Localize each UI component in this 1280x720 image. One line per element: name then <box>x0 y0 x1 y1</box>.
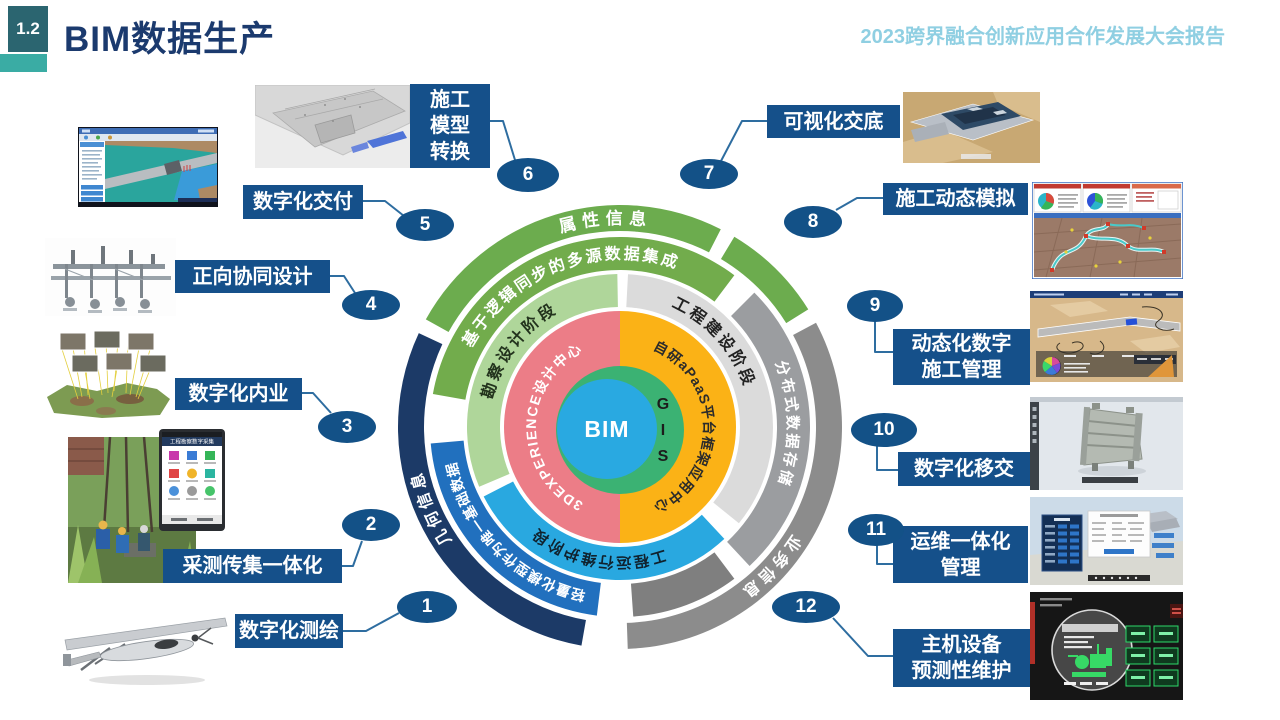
ring-segment-outer-gray <box>626 322 842 649</box>
gis-letter-I: I <box>661 422 665 439</box>
step-number-ellipse-7: 7 <box>680 159 738 189</box>
connector-line-2 <box>342 540 363 567</box>
ring-segment-inner-light-green <box>466 274 618 487</box>
gis-letter-S: S <box>658 448 669 465</box>
step-number-ellipse-8: 8 <box>784 206 842 238</box>
thumbnail-predictive-maintenance-image <box>1030 592 1183 700</box>
ring-segment-inner-light-gray <box>626 274 773 524</box>
thumbnail-digital-delivery-image <box>78 127 218 207</box>
page-title: BIM数据生产 <box>64 20 276 59</box>
conference-subtitle: 2023跨界融合创新应用合作发展大会报告 <box>860 26 1226 48</box>
thumbnail-digital-construction-mgmt-image <box>1030 291 1183 382</box>
thumbnail-construction-model-image <box>255 85 410 168</box>
ring-segment-outer-green-small <box>720 236 809 324</box>
ring-segment-mid-green <box>432 237 735 400</box>
step-number-ellipse-6: 6 <box>497 158 559 192</box>
connector-line-3 <box>302 392 332 414</box>
ring-segment-mid-darkgray <box>630 552 735 617</box>
callout-box-9: 动态化数字 施工管理 <box>893 329 1030 385</box>
connector-line-11 <box>876 545 894 565</box>
connector-line-4 <box>330 275 356 294</box>
callout-box-1: 数字化测绘 <box>235 614 343 648</box>
thumbnail-visual-briefing-image <box>903 92 1040 163</box>
thumbnail-om-management-image <box>1030 497 1183 585</box>
thumbnail-uav-drone-image <box>55 598 235 700</box>
bim-circle <box>557 379 657 479</box>
callout-box-2: 采测传集一体化 <box>163 549 342 583</box>
connector-line-1 <box>343 612 400 632</box>
ring-segment-outer-green-main <box>425 204 721 332</box>
ring-segment-mid-gray <box>727 292 811 566</box>
section-number-badge: 1.2 <box>8 6 48 52</box>
callout-box-12: 主机设备 预测性维护 <box>893 629 1030 687</box>
callout-box-8: 施工动态模拟 <box>883 183 1028 215</box>
connector-line-6 <box>490 120 516 161</box>
step-number-ellipse-11: 11 <box>848 514 904 546</box>
callout-box-10: 数字化移交 <box>898 452 1030 486</box>
ring-segment-outer-navy <box>397 333 586 646</box>
connector-line-8 <box>835 197 883 211</box>
gis-letter-G: G <box>657 396 669 413</box>
thumbnail-construction-simulation-image <box>1032 182 1183 279</box>
connector-line-7 <box>720 120 767 162</box>
ring-segment-inner-light-blue <box>483 481 725 581</box>
step-number-ellipse-5: 5 <box>396 209 454 241</box>
step-number-ellipse-4: 4 <box>342 290 400 320</box>
callout-box-7: 可视化交底 <box>767 105 900 138</box>
step-number-ellipse-12: 12 <box>772 591 840 623</box>
step-number-ellipse-2: 2 <box>342 509 400 541</box>
thumbnail-collaborative-design-image <box>45 238 176 316</box>
step-number-ellipse-3: 3 <box>318 411 376 443</box>
teal-accent-strip <box>0 54 47 72</box>
connector-line-9 <box>874 321 894 353</box>
connector-line-5 <box>363 200 405 217</box>
survey-app-title: 工程勘察数字采集 <box>170 438 215 446</box>
callout-box-5: 数字化交付 <box>243 185 363 219</box>
step-number-ellipse-1: 1 <box>397 591 457 623</box>
step-number-ellipse-9: 9 <box>847 290 903 322</box>
callout-box-4: 正向协同设计 <box>175 260 330 293</box>
connector-line-10 <box>876 446 899 471</box>
callout-box-3: 数字化内业 <box>175 378 302 410</box>
thumbnail-photogrammetry-image <box>42 327 175 420</box>
callout-box-6: 施工 模型 转换 <box>410 84 490 168</box>
step-number-ellipse-10: 10 <box>851 413 917 447</box>
connector-line-12 <box>832 617 894 657</box>
thumbnail-digital-handover-image <box>1030 397 1183 490</box>
callout-box-11: 运维一体化 管理 <box>893 526 1028 583</box>
bim-label: BIM <box>584 416 629 442</box>
ring-segment-mid-blue <box>430 440 601 616</box>
thumbnail-survey-app-phone: 工程勘察数字采集 <box>159 429 225 531</box>
